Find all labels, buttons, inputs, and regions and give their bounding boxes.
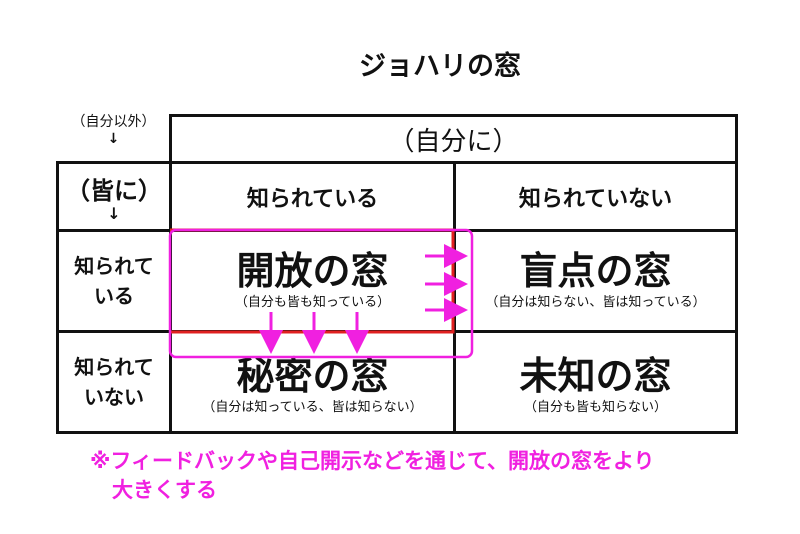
row-header-line: いる [94,284,134,308]
down-arrow-icon: ↓ [107,130,120,147]
row-header-line: 知られて [74,254,154,278]
hidden-window: 秘密の窓 （自分は知っている、皆は知らない） [169,330,456,434]
window-name: 開放の窓 [236,248,389,293]
window-name: 盲点の窓 [519,248,672,293]
expanded-open-window-outline [168,228,474,359]
column-header-text: 知られている [246,186,379,212]
note-line-1: ※フィードバックや自己開示などを通じて、開放の窓をより [90,449,655,473]
unknown-window: 未知の窓 （自分も皆も知らない） [453,330,738,434]
window-desc: （自分は知っている、皆は知らない） [202,400,423,416]
window-desc: （自分も皆も知らない） [523,400,667,416]
to-others-text: （皆に） [66,177,162,205]
row-header-line: いない [84,385,144,409]
column-header-text: 知られていない [518,186,673,212]
to-self-text: （自分に） [388,126,519,157]
row-header-unknown: 知られて いない [56,330,172,434]
window-desc: （自分は知らない、皆は知っている） [485,295,706,311]
window-desc: （自分も皆も知っている） [234,295,391,311]
others-text: （自分以外） [71,114,156,130]
window-name: 秘密の窓 [236,353,389,398]
note-line-2: 大きくする [112,478,217,502]
down-arrow-icon: ↓ [107,204,121,223]
open-window-red-border [170,228,455,334]
row-header-line: 知られて [74,355,154,379]
others-label: （自分以外） ↓ [57,114,170,148]
diagram-title: ジョハリの窓 [359,51,521,82]
window-name: 未知の窓 [519,353,672,398]
